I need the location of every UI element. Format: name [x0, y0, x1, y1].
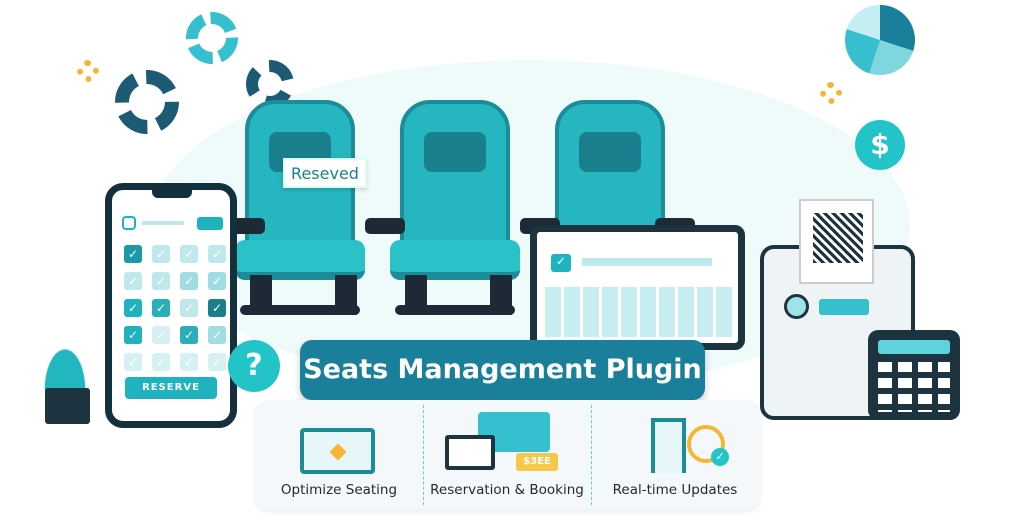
phone-mockup: ✓ ✓ ✓ ✓ ✓ ✓ ✓ ✓ ✓ ✓ ✓ ✓ ✓ ✓ ✓ ✓ ✓ ✓ ✓ ✓ RESERVE — [105, 183, 237, 428]
seat-cell[interactable]: ✓ — [152, 299, 170, 317]
phone-notch — [152, 190, 192, 198]
seat-cell[interactable]: ✓ — [152, 245, 170, 263]
seat-cell[interactable]: ✓ — [180, 245, 198, 263]
feature-optimize-seating: Optimize Seating — [255, 400, 423, 510]
calculator-icon — [868, 330, 960, 420]
seat-cell[interactable]: ✓ — [208, 326, 226, 344]
plant-pot — [45, 388, 90, 424]
seat-cell[interactable]: ✓ — [124, 245, 142, 263]
seat[interactable] — [225, 100, 375, 320]
tablet-calendar: ✓ — [530, 225, 745, 350]
feature-label: Real-time Updates — [612, 482, 738, 498]
seat-cell[interactable]: ✓ — [124, 353, 142, 371]
gear-icon — [115, 70, 179, 134]
seat-cell[interactable]: ✓ — [152, 353, 170, 371]
seat-cell[interactable]: ✓ — [208, 245, 226, 263]
seat-cell[interactable]: ✓ — [208, 353, 226, 371]
kiosk-display — [819, 299, 869, 315]
gear-icon — [820, 82, 842, 104]
seat-cell[interactable]: ✓ — [124, 326, 142, 344]
seat-cell[interactable]: ✓ — [152, 272, 170, 290]
qr-code-ticket — [799, 199, 874, 284]
feature-reservation-booking: $3EE Reservation & Booking — [423, 400, 591, 510]
price-tag: $3EE — [516, 453, 558, 471]
seat-cell[interactable]: ✓ — [180, 272, 198, 290]
seat-cell[interactable]: ✓ — [208, 299, 226, 317]
phone-bar — [142, 221, 184, 225]
calendar-grid — [545, 287, 735, 337]
tablet-bar — [582, 258, 712, 266]
reserve-button[interactable]: RESERVE — [125, 377, 217, 399]
gear-icon — [77, 60, 99, 82]
kiosk-button[interactable] — [784, 294, 809, 319]
help-icon: ? — [228, 340, 280, 392]
clock-check-icon — [687, 425, 725, 463]
feature-realtime-updates: ✓ Real-time Updates — [591, 400, 759, 510]
seat[interactable] — [365, 100, 530, 320]
check-icon: ✓ — [711, 448, 729, 466]
seat-cell[interactable]: ✓ — [208, 272, 226, 290]
seat-cell[interactable]: ✓ — [180, 353, 198, 371]
dollar-coin-icon: $ — [855, 120, 905, 170]
seat-map-icon — [300, 428, 375, 474]
seat-cell[interactable]: ✓ — [180, 299, 198, 317]
feature-label: Optimize Seating — [280, 482, 398, 498]
chart-bars-icon — [651, 418, 686, 473]
seat-cell[interactable]: ✓ — [124, 299, 142, 317]
seat-cell[interactable]: ✓ — [152, 326, 170, 344]
check-icon: ✓ — [551, 254, 571, 272]
seat-cell[interactable]: ✓ — [124, 272, 142, 290]
features-panel: Optimize Seating $3EE Reservation & Book… — [255, 400, 760, 510]
plant-icon — [30, 320, 100, 390]
page-title: Seats Management Plugin — [300, 340, 705, 400]
camera-icon — [197, 217, 223, 230]
checkbox-icon — [122, 216, 136, 230]
reserved-tag: Reseved — [283, 158, 367, 188]
seat-cell[interactable]: ✓ — [180, 326, 198, 344]
pie-chart-icon — [845, 5, 915, 75]
gear-icon — [186, 12, 238, 64]
feature-label: Reservation & Booking — [430, 482, 584, 498]
